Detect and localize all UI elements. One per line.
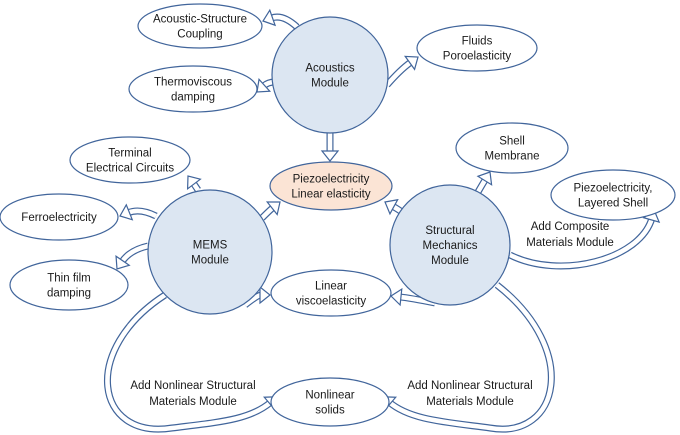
node-label-line: Linear [315, 281, 347, 293]
node-label-line: Poroelasticity [443, 51, 512, 63]
edge-structural-to-core-arrowhead [384, 198, 399, 216]
node-nonlinear-solids: Nonlinear solids [270, 377, 390, 427]
node-ferroelectricity: Ferroelectricity [0, 193, 119, 241]
node-label-line: Thermoviscous [154, 77, 232, 89]
feature-ellipse [550, 169, 676, 221]
edge-structural-to-shell-arrowhead [476, 171, 493, 186]
node-label-line: Acoustics [305, 63, 354, 75]
edge-acoustics-to-acoustic_structure-arrowhead [262, 8, 277, 27]
edge-acoustics-to-fluids [384, 59, 413, 88]
feature-ellipse [137, 3, 263, 49]
edge-mems-to-viscoelasticity-arrowhead [259, 285, 271, 305]
node-label-line: Nonlinear [305, 390, 354, 402]
feature-ellipse [69, 136, 191, 184]
node-thin-film: Thin film damping [9, 259, 129, 311]
node-label-line: Module [431, 255, 469, 267]
arrow-shaft-inner [105, 293, 273, 432]
node-label-line: Coupling [177, 29, 222, 41]
node-label-line: Fluids [462, 36, 493, 48]
arrow-shaft-inner [385, 60, 413, 87]
node-label-line: solids [315, 405, 345, 417]
edge-structural-to-nonlinear_solids [386, 282, 555, 433]
edge-mems-to-core-arrowhead [265, 201, 281, 216]
edge-acoustics-to-acoustic_structure [270, 13, 300, 30]
edge-acoustics-to-thermoviscous-arrowhead [256, 78, 272, 93]
node-label-line: Layered Shell [578, 198, 648, 210]
arrow-shaft-inner [476, 178, 488, 194]
feature-ellipse [455, 122, 569, 174]
nodes-layer: AcousticsModuleMEMSModuleStructuralMecha… [0, 3, 676, 427]
node-label-line: Acoustic-Structure [153, 14, 247, 26]
module-circle [271, 16, 389, 134]
arrow-shaft-inner [508, 217, 655, 269]
feature-ellipse [128, 65, 258, 113]
node-label-line: Module [191, 255, 229, 267]
edge-label-line: Materials Module [526, 237, 614, 249]
arrow-shaft-inner [127, 208, 158, 219]
node-label-line: Electrical Circuits [86, 163, 174, 175]
edge-mems-to-thin_film [119, 242, 149, 264]
edge-label-line: Add Composite [531, 221, 610, 233]
edge-label-line: Add Nonlinear Structural [130, 380, 255, 392]
edge-mems-to-core [259, 204, 276, 221]
feature-ellipse [0, 193, 119, 241]
edge-label-line: Materials Module [426, 396, 514, 408]
edge-label-line: Materials Module [149, 396, 237, 408]
edge-mems-to-terminal-arrowhead [186, 175, 202, 191]
node-label-line: damping [171, 92, 215, 104]
edge-acoustics-to-core-arrowhead [320, 150, 340, 162]
feature-ellipse [270, 269, 392, 317]
node-label-line: Shell [499, 136, 525, 148]
feature-ellipse [9, 259, 129, 311]
module-circle [389, 184, 511, 306]
node-label-line: Terminal [108, 148, 151, 160]
node-label-line: Ferroelectricity [21, 212, 97, 224]
node-label-line: viscoelasticity [296, 296, 367, 308]
arrow-shaft-inner [120, 243, 149, 263]
node-label-line: Structural [425, 225, 474, 237]
arrow-shaft [103, 292, 274, 433]
node-thermoviscous: Thermoviscous damping [128, 65, 258, 113]
feature-ellipse [416, 24, 538, 72]
node-label-line: damping [47, 288, 91, 300]
edge-structural-to-shell [474, 177, 489, 194]
node-label-line: Piezoelectricity, [573, 183, 652, 195]
arrow-shaft-inner [387, 283, 554, 432]
node-label-line: Linear elasticity [291, 189, 371, 201]
edge-mems-to-thin_film-arrowhead [115, 255, 131, 270]
edge-structural-to-viscoelasticity-arrowhead [390, 287, 403, 307]
node-label-line: Piezoelectricity [293, 174, 370, 186]
node-layered-shell: Piezoelectricity, Layered Shell [550, 169, 676, 221]
node-label-line: Thin film [47, 273, 90, 285]
node-label-line: Membrane [485, 151, 540, 163]
edge-acoustics-to-fluids-arrowhead [403, 55, 419, 71]
core-ellipse [269, 161, 393, 211]
node-label-line: MEMS [193, 240, 228, 252]
node-mems: MEMS Module [147, 189, 273, 315]
node-label-line: Mechanics [423, 240, 478, 252]
module-circle [147, 189, 273, 315]
node-label-line: Module [311, 78, 349, 90]
edge-mems-to-ferroelectricity-arrowhead [119, 203, 134, 221]
edge-label-line: Add Nonlinear Structural [407, 380, 532, 392]
arrow-shaft-inner [270, 14, 299, 29]
edge-mems-to-ferroelectricity [127, 207, 158, 220]
edge-mems-to-nonlinear_solids [103, 292, 274, 433]
feature-ellipse [270, 377, 390, 427]
node-viscoelasticity: Linear viscoelasticity [270, 269, 392, 317]
edge-structural-to-layered_shell [508, 216, 656, 270]
